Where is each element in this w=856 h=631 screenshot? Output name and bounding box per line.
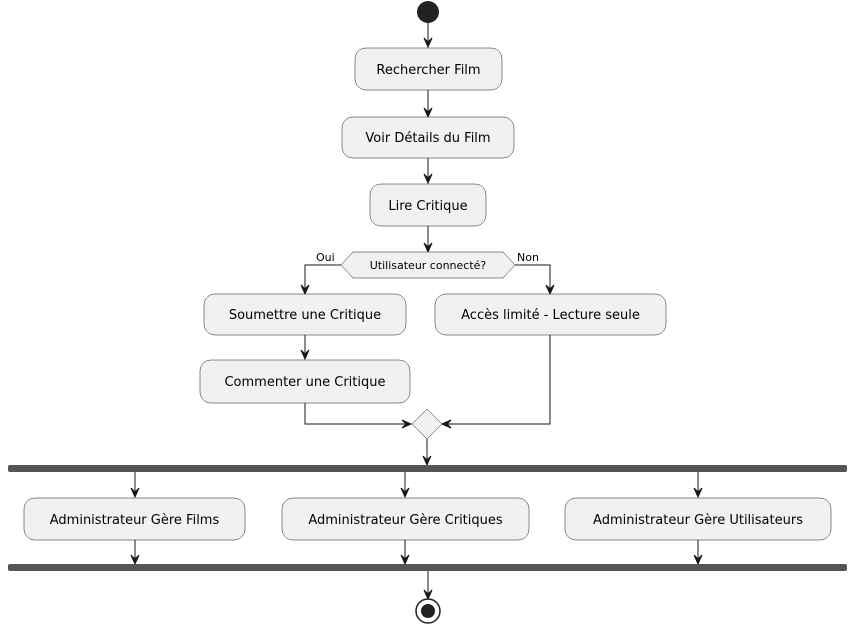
activity-label: Voir Détails du Film [365,131,490,146]
activity-rechercher-film: Rechercher Film [354,47,503,91]
activity-label: Administrateur Gère Critiques [308,513,503,528]
activity-admin-films: Administrateur Gère Films [23,497,246,541]
edges [130,23,703,601]
decision-yes-label: Oui [316,251,335,264]
activity-acces-limite: Accès limité - Lecture seule [434,293,667,336]
activity-soumettre-critique: Soumettre une Critique [203,293,407,336]
activity-label: Commenter une Critique [224,375,385,390]
activity-voir-details-film: Voir Détails du Film [341,116,515,159]
decision-no-label: Non [517,251,539,264]
activity-label: Soumettre une Critique [229,308,381,323]
decision-utilisateur-connecte: Utilisateur connecté? [340,251,516,279]
merge-node [411,408,443,440]
start-node [417,1,439,23]
activity-label: Administrateur Gère Utilisateurs [593,513,803,528]
fork-bar [8,465,847,472]
activity-admin-critiques: Administrateur Gère Critiques [281,497,530,541]
activity-label: Administrateur Gère Films [50,513,220,528]
activity-admin-utilisateurs: Administrateur Gère Utilisateurs [564,497,832,541]
activity-label: Accès limité - Lecture seule [461,308,640,323]
activity-lire-critique: Lire Critique [369,183,487,227]
end-node [415,598,441,624]
activity-commenter-critique: Commenter une Critique [199,359,411,404]
join-bar [8,564,847,571]
decision-condition: Utilisateur connecté? [370,259,487,272]
activity-label: Rechercher Film [376,63,480,78]
activity-label: Lire Critique [388,199,467,214]
